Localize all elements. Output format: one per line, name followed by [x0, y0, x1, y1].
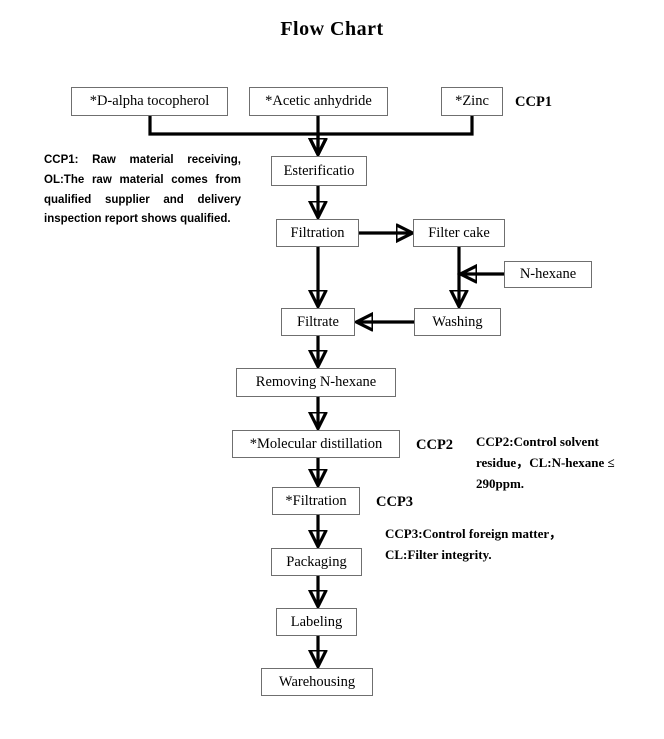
node-label: Filter cake: [428, 224, 490, 241]
node-label: *Acetic anhydride: [265, 93, 372, 110]
tag-ccp1: CCP1: [515, 94, 553, 110]
node-n-hexane[interactable]: N-hexane: [504, 261, 592, 288]
node-filtration[interactable]: Filtration: [276, 219, 359, 247]
tag-ccp2: CCP2: [416, 437, 454, 453]
node-zinc[interactable]: *Zinc: [441, 87, 503, 116]
node-label: *D-alpha tocopherol: [89, 93, 210, 110]
node-label: Packaging: [286, 553, 347, 570]
node-label: Filtrate: [297, 313, 339, 330]
node-label: Filtration: [290, 224, 345, 241]
note-ccp1: CCP1: Raw material receiving, OL:The raw…: [44, 154, 241, 226]
node-labeling[interactable]: Labeling: [276, 608, 357, 636]
node-warehousing[interactable]: Warehousing: [261, 668, 373, 696]
note-ccp2: CCP2:Control solvent residue，CL:N-hexane…: [476, 434, 615, 492]
node-label: Removing N-hexane: [255, 374, 377, 391]
node-label: Washing: [432, 313, 483, 330]
node-d-alpha-tocopherol[interactable]: *D-alpha tocopherol: [71, 87, 228, 116]
node-esterification[interactable]: Esterificatio: [271, 156, 367, 186]
node-label: Warehousing: [278, 673, 356, 690]
node-label: *Filtration: [285, 492, 347, 509]
node-label: N-hexane: [519, 266, 577, 283]
wire-tocopherol-to-bar: [148, 116, 318, 136]
node-packaging[interactable]: Packaging: [271, 548, 362, 576]
node-label: Labeling: [290, 613, 343, 630]
tag-ccp3: CCP3: [376, 494, 414, 510]
page-title: Flow Chart: [280, 18, 384, 40]
node-filtrate[interactable]: Filtrate: [281, 308, 355, 336]
node-washing[interactable]: Washing: [414, 308, 501, 336]
wire-zinc-to-bar: [318, 116, 474, 136]
node-label: *Molecular distillation: [249, 435, 383, 452]
node-filter-cake[interactable]: Filter cake: [413, 219, 505, 247]
node-acetic-anhydride[interactable]: *Acetic anhydride: [249, 87, 388, 116]
node-label: *Zinc: [455, 93, 489, 110]
node-removing-n-hexane[interactable]: Removing N-hexane: [236, 368, 396, 397]
note-ccp3: CCP3:Control foreign matter，CL:Filter in…: [385, 526, 563, 563]
node-molecular-distillation[interactable]: *Molecular distillation: [232, 430, 400, 458]
node-label: Esterificatio: [283, 162, 355, 179]
node-filtration-ccp3[interactable]: *Filtration: [272, 487, 360, 515]
